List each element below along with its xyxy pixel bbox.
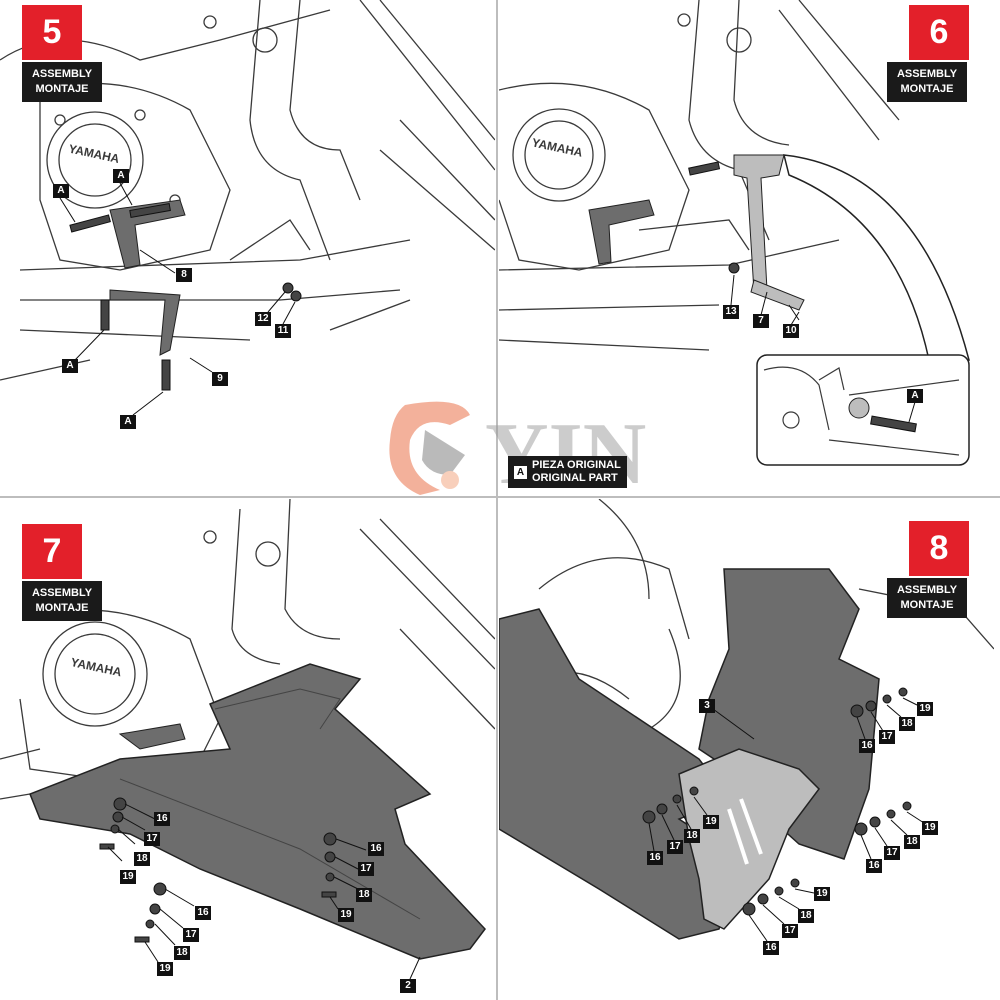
part-callout-a: A xyxy=(120,415,136,429)
bracket-part-8 xyxy=(109,199,186,269)
part-callout-17: 17 xyxy=(884,846,900,860)
bracket-part-9 xyxy=(109,289,181,356)
step-number-badge: 6 xyxy=(909,5,969,60)
engine-brand-mark: YAMAHA xyxy=(70,655,124,679)
step-number-badge: 8 xyxy=(909,521,969,576)
legend-line-es: PIEZA ORIGINAL xyxy=(532,459,621,471)
assembly-label: ASSEMBLY MONTAJE xyxy=(887,62,967,102)
panel-step-6: YAMAHA xyxy=(499,0,994,495)
part-callout-16: 16 xyxy=(647,851,663,865)
part-callout-17: 17 xyxy=(144,832,160,846)
part-callout-a: A xyxy=(62,359,78,373)
engine-brand-mark: YAMAHA xyxy=(67,142,121,166)
part-callout-19: 19 xyxy=(922,821,938,835)
bolt-a-right xyxy=(129,202,171,218)
part-callout-2: 2 xyxy=(400,979,416,993)
nut-11 xyxy=(290,290,302,302)
part-callout-16: 16 xyxy=(866,859,882,873)
part-callout-10: 10 xyxy=(783,324,799,338)
bolt-a-detail xyxy=(870,415,917,433)
part-callout-19: 19 xyxy=(703,815,719,829)
part-callout-18: 18 xyxy=(134,852,150,866)
detail-callout-arrow xyxy=(783,154,970,361)
part-callout-11: 11 xyxy=(275,324,291,338)
watermark-text: YIN xyxy=(485,406,646,503)
step-5-illustration: YAMAHA xyxy=(0,0,495,416)
part-callout-18: 18 xyxy=(174,946,190,960)
part-callout-19: 19 xyxy=(917,702,933,716)
washer-12 xyxy=(282,282,294,294)
installed-bracket xyxy=(588,199,655,265)
step-number-badge: 7 xyxy=(22,524,82,579)
legend-key-a: A xyxy=(514,465,527,479)
assembly-text-en: ASSEMBLY xyxy=(896,68,958,80)
panel-step-5: YAMAHA xyxy=(0,0,495,495)
spacer-13 xyxy=(728,262,740,274)
part-callout-19: 19 xyxy=(120,870,136,884)
part-callout-19: 19 xyxy=(338,908,354,922)
part-callout-8: 8 xyxy=(176,268,192,282)
watermark-mark-icon xyxy=(422,430,465,475)
part-callout-18: 18 xyxy=(899,717,915,731)
step-number-badge: 5 xyxy=(22,5,82,60)
legend-line-en: ORIGINAL PART xyxy=(532,472,618,484)
assembly-text-es: MONTAJE xyxy=(900,83,954,95)
panel-divider-vertical xyxy=(496,0,498,1000)
part-callout-19: 19 xyxy=(814,887,830,901)
part-callout-12: 12 xyxy=(255,312,271,326)
part-callout-16: 16 xyxy=(368,842,384,856)
part-callout-18: 18 xyxy=(356,888,372,902)
part-callout-7: 7 xyxy=(753,314,769,328)
bolt-a-lower xyxy=(100,299,110,331)
assembly-label: ASSEMBLY MONTAJE xyxy=(22,62,102,102)
part-callout-16: 16 xyxy=(154,812,170,826)
assembly-label: ASSEMBLY MONTAJE xyxy=(22,581,102,621)
engine-brand-mark: YAMAHA xyxy=(531,135,585,159)
part-callout-18: 18 xyxy=(904,835,920,849)
part-callout-17: 17 xyxy=(667,840,683,854)
assembly-text-es: MONTAJE xyxy=(900,599,954,611)
assembly-text-en: ASSEMBLY xyxy=(31,68,93,80)
part-callout-16: 16 xyxy=(859,739,875,753)
part-callout-3: 3 xyxy=(699,699,715,713)
part-callout-17: 17 xyxy=(183,928,199,942)
original-part-legend: A PIEZA ORIGINAL ORIGINAL PART xyxy=(508,456,627,488)
bolt-a-bottom xyxy=(161,359,171,391)
part-callout-a: A xyxy=(53,184,69,198)
bolt-a-left xyxy=(69,214,111,233)
panel-step-7: YAMAHA 7 ASSEMBLY MONTAJE 16 xyxy=(0,499,495,994)
part-callout-13: 13 xyxy=(723,305,739,319)
watermark-swirl-icon xyxy=(389,401,470,495)
part-callout-18: 18 xyxy=(798,909,814,923)
panel-divider-horizontal xyxy=(0,496,1000,498)
part-callout-a: A xyxy=(113,169,129,183)
bolt-a xyxy=(688,161,721,176)
panel-step-8: 8 ASSEMBLY MONTAJE 3 16 17 18 19 16 17 1… xyxy=(499,499,994,994)
part-callout-9: 9 xyxy=(212,372,228,386)
legend-text: PIEZA ORIGINAL ORIGINAL PART xyxy=(532,459,621,485)
bracket-part-7 xyxy=(733,154,785,293)
part-callout-17: 17 xyxy=(358,862,374,876)
assembly-text-es: MONTAJE xyxy=(35,83,89,95)
bracket-foot xyxy=(750,279,805,311)
part-callout-19: 19 xyxy=(157,962,173,976)
part-callout-16: 16 xyxy=(195,906,211,920)
step-7-illustration: YAMAHA xyxy=(0,499,495,980)
watermark-logo: YIN xyxy=(389,401,646,503)
part-callout-17: 17 xyxy=(879,730,895,744)
assembly-text-es: MONTAJE xyxy=(35,602,89,614)
step-8-illustration xyxy=(499,499,994,942)
bracket-part-3 xyxy=(678,748,820,930)
assembly-text-en: ASSEMBLY xyxy=(896,584,958,596)
part-callout-18: 18 xyxy=(684,829,700,843)
step-6-illustration: YAMAHA xyxy=(499,0,970,466)
assembly-label: ASSEMBLY MONTAJE xyxy=(887,578,967,618)
part-callout-17: 17 xyxy=(782,924,798,938)
part-callout-a: A xyxy=(907,389,923,403)
assembly-text-en: ASSEMBLY xyxy=(31,587,93,599)
part-callout-16: 16 xyxy=(763,941,779,955)
belly-pan-part-2 xyxy=(29,663,486,960)
